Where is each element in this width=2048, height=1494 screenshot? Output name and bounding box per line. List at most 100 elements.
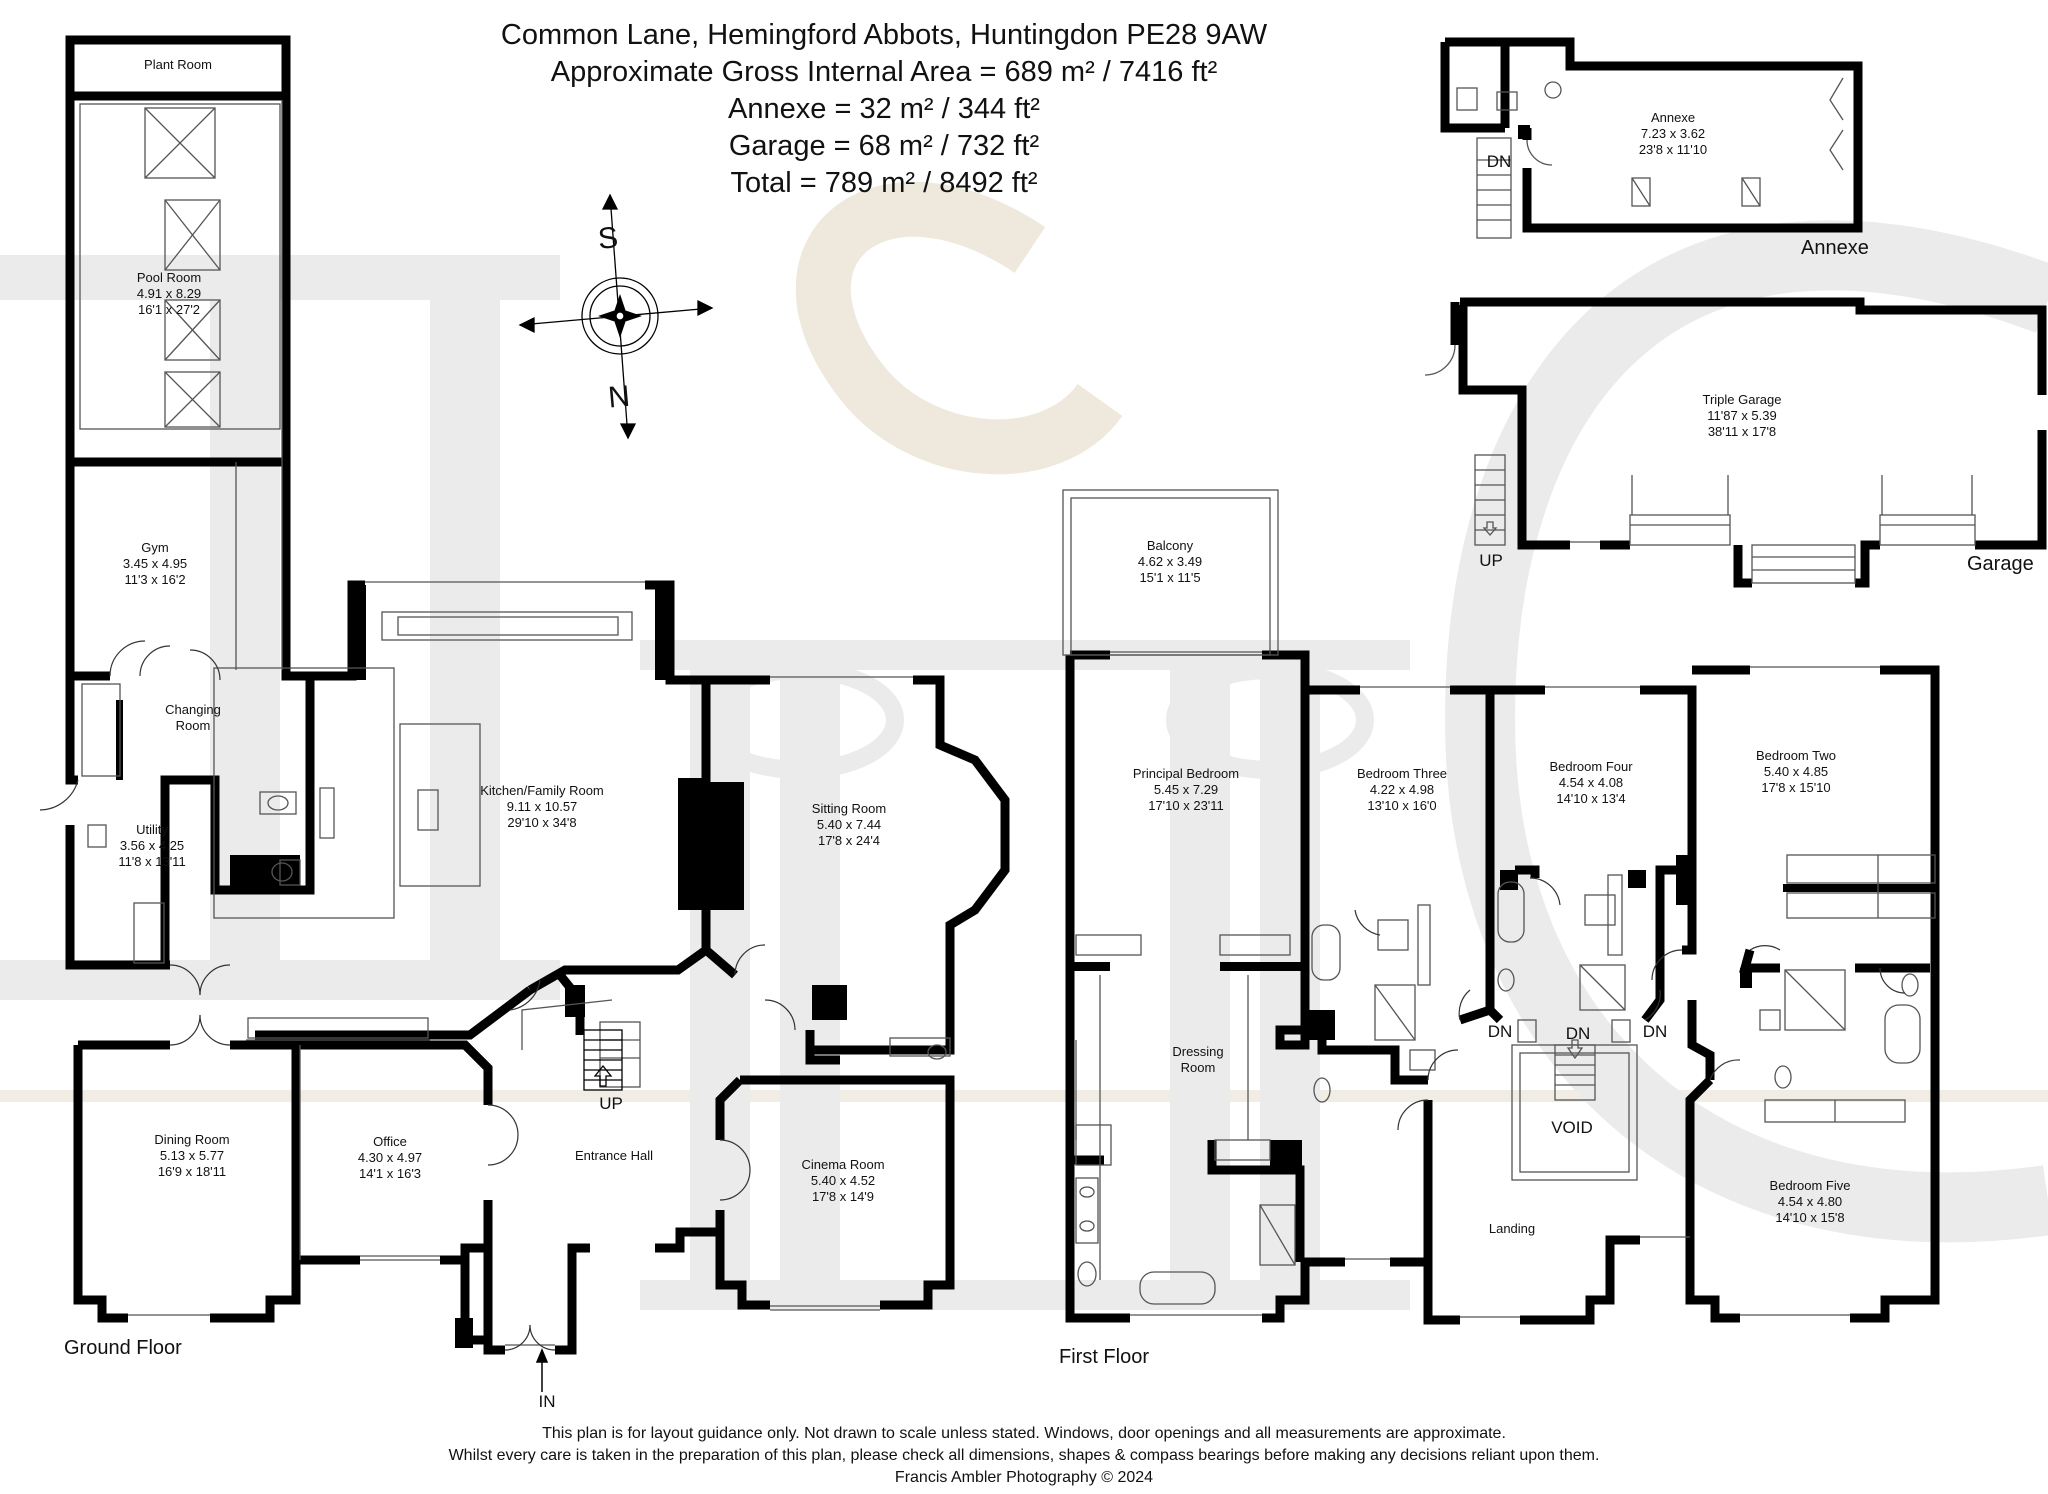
- room-metric: 5.45 x 7.29: [1153, 782, 1219, 797]
- annexe-details: [1456, 77, 1844, 239]
- room-imperial: 14'1 x 16'3: [358, 1166, 422, 1181]
- room-imperial: 17'10 x 23'11: [1148, 798, 1224, 813]
- garage-walls: [1450, 297, 2047, 588]
- room-imperial: 16'9 x 18'11: [157, 1164, 227, 1179]
- room-bedroom-four: Bedroom Four 4.54 x 4.08 14'10 x 13'4: [1549, 759, 1632, 807]
- first-floor-walls: [1065, 650, 1940, 1325]
- first-floor-solid-blocks: [1070, 855, 1933, 1172]
- room-name: Pool Room: [136, 270, 202, 285]
- annexe-solid: [1518, 125, 1530, 139]
- room-name: Gym: [141, 540, 169, 555]
- room-imperial: 13'10 x 16'0: [1367, 798, 1437, 813]
- room-metric: 3.45 x 4.95: [122, 556, 188, 571]
- room-office: Office 4.30 x 4.97 14'1 x 16'3: [358, 1134, 422, 1182]
- room-metric: 4.62 x 3.49: [1137, 554, 1203, 569]
- room-metric: 4.54 x 4.80: [1777, 1194, 1843, 1209]
- room-metric: 4.91 x 8.29: [136, 286, 202, 301]
- marker-void: VOID: [1551, 1118, 1593, 1137]
- compass-rose: [518, 193, 714, 440]
- room-name: Bedroom Four: [1549, 759, 1633, 774]
- room-plant-room: Plant Room: [144, 57, 212, 73]
- garage-area: Garage = 68 m² / 732 ft²: [728, 130, 1040, 162]
- room-imperial: 11'3 x 16'2: [124, 572, 186, 587]
- marker-dn-3: DN: [1642, 1022, 1668, 1041]
- room-balcony: Balcony 4.62 x 3.49 15'1 x 11'5: [1138, 538, 1202, 586]
- compass-south-letter: S: [596, 221, 620, 256]
- room-bedroom-three: Bedroom Three 4.22 x 4.98 13'10 x 16'0: [1357, 766, 1447, 814]
- room-name: Balcony: [1146, 538, 1194, 553]
- room-name: Office: [373, 1134, 407, 1149]
- marker-up-ground: UP: [599, 1094, 623, 1113]
- ground-floor-doors: [39, 640, 796, 1351]
- marker-in: IN: [538, 1392, 556, 1411]
- room-metric: 11'87 x 5.39: [1707, 408, 1777, 423]
- room-dressing-room: Dressing Room: [1172, 1044, 1223, 1076]
- room-pool-room: Pool Room 4.91 x 8.29 16'1 x 27'2: [137, 270, 201, 318]
- room-name: Landing: [1488, 1221, 1536, 1236]
- room-name: Plant Room: [144, 57, 212, 72]
- room-metric: 5.40 x 4.52: [810, 1173, 876, 1188]
- address-title: Common Lane, Hemingford Abbots, Huntingd…: [500, 19, 1268, 51]
- room-metric: 5.40 x 7.44: [816, 817, 882, 832]
- first-floor-details: [1062, 489, 1936, 1318]
- room-imperial: 29'10 x 34'8: [507, 815, 577, 830]
- room-metric: 4.54 x 4.08: [1558, 775, 1624, 790]
- marker-up-garage: UP: [1479, 551, 1503, 570]
- room-imperial: 38'11 x 17'8: [1707, 424, 1777, 439]
- copyright-line: Francis Ambler Photography © 2024: [894, 1469, 1154, 1486]
- room-name: Kitchen/Family Room: [480, 783, 604, 798]
- room-name: Annexe: [1650, 110, 1696, 125]
- ground-floor-stairs: [583, 1029, 623, 1091]
- marker-dn-2: DN: [1565, 1024, 1591, 1043]
- room-entrance-hall: Entrance Hall: [575, 1148, 653, 1164]
- room-name: Dressing: [1172, 1044, 1224, 1059]
- compass-north-letter: N: [606, 378, 632, 413]
- room-gym: Gym 3.45 x 4.95 11'3 x 16'2: [123, 540, 187, 588]
- disclaimer-line-1: This plan is for layout guidance only. N…: [542, 1425, 1506, 1442]
- annexe-walls: [1440, 37, 1863, 233]
- ground-floor-details: [79, 100, 951, 1346]
- room-imperial: 17'8 x 24'4: [817, 833, 881, 848]
- label-ground-floor: Ground Floor: [64, 1337, 182, 1359]
- room-metric: 9.11 x 10.57: [506, 799, 578, 814]
- room-metric: 7.23 x 3.62: [1640, 126, 1706, 141]
- room-metric: 4.22 x 4.98: [1369, 782, 1435, 797]
- label-annexe: Annexe: [1801, 237, 1869, 259]
- label-first-floor: First Floor: [1059, 1346, 1149, 1368]
- room-cinema-room: Cinema Room 5.40 x 4.52 17'8 x 14'9: [801, 1157, 884, 1205]
- room-name-line2: Room: [1180, 1060, 1216, 1075]
- room-imperial: 23'8 x 11'10: [1638, 142, 1708, 157]
- room-annexe: Annexe 7.23 x 3.62 23'8 x 11'10: [1639, 110, 1707, 158]
- gross-internal-area: Approximate Gross Internal Area = 689 m²…: [550, 56, 1218, 88]
- room-name: Triple Garage: [1702, 392, 1782, 407]
- annexe-area: Annexe = 32 m² / 344 ft²: [728, 93, 1040, 125]
- room-name: Principal Bedroom: [1132, 766, 1240, 781]
- room-imperial: 14'10 x 15'8: [1775, 1210, 1845, 1225]
- room-name-line2: Room: [175, 718, 211, 733]
- room-landing: Landing: [1489, 1221, 1535, 1237]
- marker-dn-annexe: DN: [1486, 152, 1512, 171]
- room-name: Cinema Room: [801, 1157, 885, 1172]
- room-triple-garage: Triple Garage 11'87 x 5.39 38'11 x 17'8: [1703, 392, 1782, 440]
- ground-floor-solid-blocks: [116, 585, 847, 1348]
- first-floor-doors: [1354, 877, 1906, 1131]
- room-changing-room: Changing Room: [165, 702, 221, 734]
- room-principal-bedroom: Principal Bedroom 5.45 x 7.29 17'10 x 23…: [1133, 766, 1239, 814]
- room-bedroom-two: Bedroom Two 5.40 x 4.85 17'8 x 15'10: [1756, 748, 1836, 796]
- room-name: Dining Room: [154, 1132, 230, 1147]
- ground-floor-walls: [65, 35, 1010, 1355]
- room-metric: 5.13 x 5.77: [159, 1148, 225, 1163]
- room-imperial: 17'8 x 14'9: [811, 1189, 875, 1204]
- room-imperial: 15'1 x 11'5: [1139, 570, 1201, 585]
- room-metric: 3.56 x 4.25: [119, 838, 185, 853]
- room-name: Bedroom Five: [1769, 1178, 1851, 1193]
- room-imperial: 17'8 x 15'10: [1761, 780, 1831, 795]
- disclaimer-line-2: Whilst every care is taken in the prepar…: [448, 1447, 1600, 1464]
- room-bedroom-five: Bedroom Five 4.54 x 4.80 14'10 x 15'8: [1770, 1178, 1851, 1226]
- room-imperial: 16'1 x 27'2: [137, 302, 201, 317]
- room-name: Changing: [165, 702, 221, 717]
- room-kitchen-family: Kitchen/Family Room 9.11 x 10.57 29'10 x…: [480, 783, 604, 831]
- room-name: Bedroom Two: [1756, 748, 1836, 763]
- entrance-arrow: [535, 1348, 549, 1392]
